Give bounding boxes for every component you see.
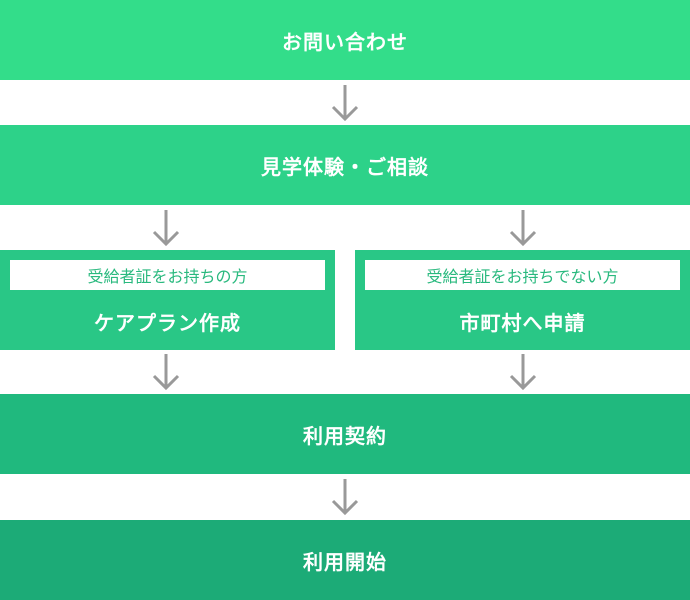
step-inquiry-label: お問い合わせ [282, 29, 408, 54]
arrow-down-icon [325, 477, 365, 517]
municipal-application-label: 市町村へ申請 [459, 310, 586, 335]
arrow-down-icon [325, 83, 365, 123]
step-inquiry: お問い合わせ [0, 0, 690, 80]
condition-label: 受給者証をお持ちでない方 [365, 260, 680, 290]
arrow-down-icon [146, 352, 186, 392]
step-start-service: 利用開始 [0, 520, 690, 600]
step-tour-consultation-label: 見学体験・ご相談 [261, 154, 429, 179]
branch-with-certificate: 受給者証をお持ちの方 ケアプラン作成 [0, 250, 335, 350]
condition-label: 受給者証をお持ちの方 [10, 260, 325, 290]
step-tour-consultation: 見学体験・ご相談 [0, 125, 690, 205]
care-plan-label: ケアプラン作成 [94, 310, 241, 335]
step-contract-label: 利用契約 [303, 423, 387, 448]
arrow-down-icon [146, 208, 186, 248]
arrow-down-icon [503, 352, 543, 392]
arrow-down-icon [503, 208, 543, 248]
step-start-service-label: 利用開始 [303, 549, 387, 574]
step-contract: 利用契約 [0, 394, 690, 474]
branch-without-certificate: 受給者証をお持ちでない方 市町村へ申請 [355, 250, 690, 350]
